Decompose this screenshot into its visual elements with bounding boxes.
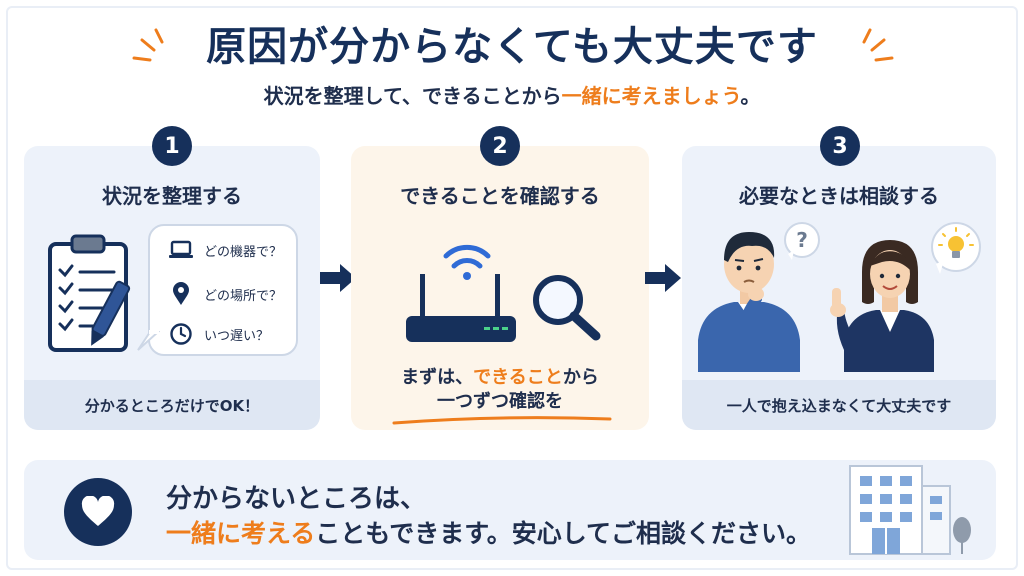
arrow-right-icon [320, 264, 356, 292]
location-pin-icon [173, 282, 189, 305]
left-spark-icon [132, 28, 164, 62]
question-time: いつ遅い？ [204, 328, 270, 344]
subtitle-text: 状況を整理して、できることから [263, 84, 562, 108]
building-icon [849, 465, 971, 555]
step-2-accent: できること [473, 367, 563, 388]
step-1-title: 状況を整理する [102, 184, 242, 208]
bottom-rest: こともできます。安心してご相談ください。 [315, 519, 812, 548]
question-bubble: どの機器で？ どの場所で？ いつ遅い？ [148, 224, 298, 356]
arrow-right-icon [645, 264, 681, 292]
step-2-number: 2 [480, 126, 520, 166]
heart-badge [64, 478, 132, 546]
question-row: どの機器で？ [168, 240, 282, 260]
heart-icon [81, 496, 115, 526]
page-subtitle: 状況を整理して、できることから一緒に考えましょう。 [0, 80, 1024, 109]
step-2-text-after: から [562, 367, 599, 388]
magnifier-icon [533, 275, 601, 341]
consultant-woman-illustration [830, 240, 934, 372]
step-3-title: 必要なときは相談する [739, 184, 939, 208]
step-card-3: 一人で抱え込まなくて大丈夫です [682, 146, 996, 430]
laptop-icon [169, 240, 193, 258]
step-1-footer: 分かるところだけでOK！ [24, 380, 320, 430]
step-2-line1: まずは、できることから [351, 366, 649, 390]
subtitle-end: 。 [740, 84, 761, 108]
question-device: どの機器で？ [204, 244, 283, 260]
step-3-footer: 一人で抱え込まなくて大丈夫です [682, 380, 996, 430]
step-2-text-before: まずは、 [401, 367, 474, 388]
step-2-line2: 一つずつ確認を [437, 391, 563, 412]
bottom-accent: 一緒に考える [166, 519, 316, 548]
step-1-number: 1 [152, 126, 192, 166]
underline-stroke [392, 416, 612, 425]
bottom-message-line1: 分からないところは、 [166, 484, 427, 514]
svg-text:?: ? [796, 228, 808, 252]
thinking-man-illustration [698, 232, 800, 372]
step-3-number: 3 [820, 126, 860, 166]
bottom-message-line2: 一緒に考えることもできます。安心してご相談ください。 [166, 514, 811, 550]
question-row: いつ遅い？ [168, 322, 269, 346]
bottom-banner [24, 460, 996, 560]
lightbulb-bubble-icon [931, 222, 981, 274]
bubble-tail [137, 330, 160, 351]
question-place: どの場所で？ [204, 288, 283, 304]
wifi-router-icon [406, 244, 516, 342]
page-frame [6, 6, 1018, 570]
question-mark-bubble-icon: ? [784, 222, 820, 260]
question-row: どの場所で？ [168, 282, 282, 306]
right-spark-icon [862, 28, 894, 62]
clipboard-icon [48, 234, 131, 352]
step-2-message: まずは、できることから 一つずつ確認を [351, 366, 649, 414]
step-2-title: できることを確認する [400, 184, 600, 208]
subtitle-accent: 一緒に考えましょう [561, 84, 741, 108]
page-title: 原因が分からなくても大丈夫です [206, 24, 818, 70]
clock-icon [170, 323, 192, 345]
